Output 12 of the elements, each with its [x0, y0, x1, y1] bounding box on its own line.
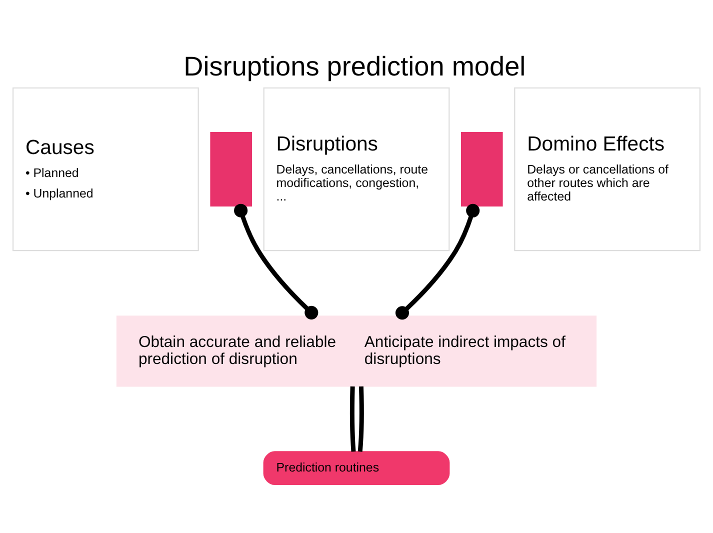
connector — [350, 386, 356, 452]
node-box: Disruptions Delays, cancellations, route modifications, congestion, ... — [263, 86, 450, 251]
node-box: Causes • Planned • Unplanned — [12, 86, 199, 251]
node-box — [461, 132, 503, 206]
node-box — [210, 132, 252, 206]
connector — [234, 203, 318, 319]
connector — [395, 203, 480, 320]
diagram-title: Disruptions prediction model — [184, 50, 526, 82]
connector — [358, 386, 364, 452]
node-box: Domino Effects Delays or cancellations of other routes which are affected — [514, 86, 701, 251]
node-box: Obtain accurate and reliable prediction of disruption Anticipate indirect impacts of disruptions — [116, 315, 597, 386]
node-box: Prediction routines — [263, 450, 450, 485]
